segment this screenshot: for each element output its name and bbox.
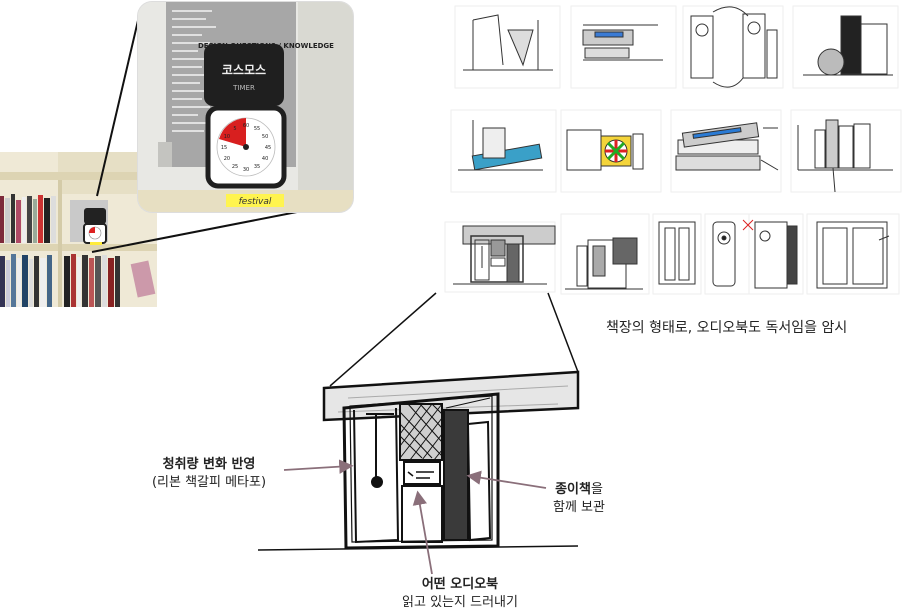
paper-book-subtitle: 함께 보관	[534, 499, 624, 517]
listening-title: 청취량 변화 반영	[163, 457, 256, 472]
annotation-audiobook: 어떤 오디오북 읽고 있는지 드러내기	[380, 576, 540, 612]
audiobook-title: 어떤 오디오북	[422, 577, 498, 592]
annotation-paper-book: 종이책을 함께 보관	[534, 481, 624, 517]
paper-book-suffix: 을	[591, 482, 603, 497]
paper-book-title: 종이책	[555, 482, 591, 497]
audiobook-subtitle: 읽고 있는지 드러내기	[380, 594, 540, 612]
annotation-listening-change: 청취량 변화 반영 (리본 책갈피 메타포)	[134, 456, 284, 492]
listening-subtitle: (리본 책갈피 메타포)	[134, 474, 284, 492]
